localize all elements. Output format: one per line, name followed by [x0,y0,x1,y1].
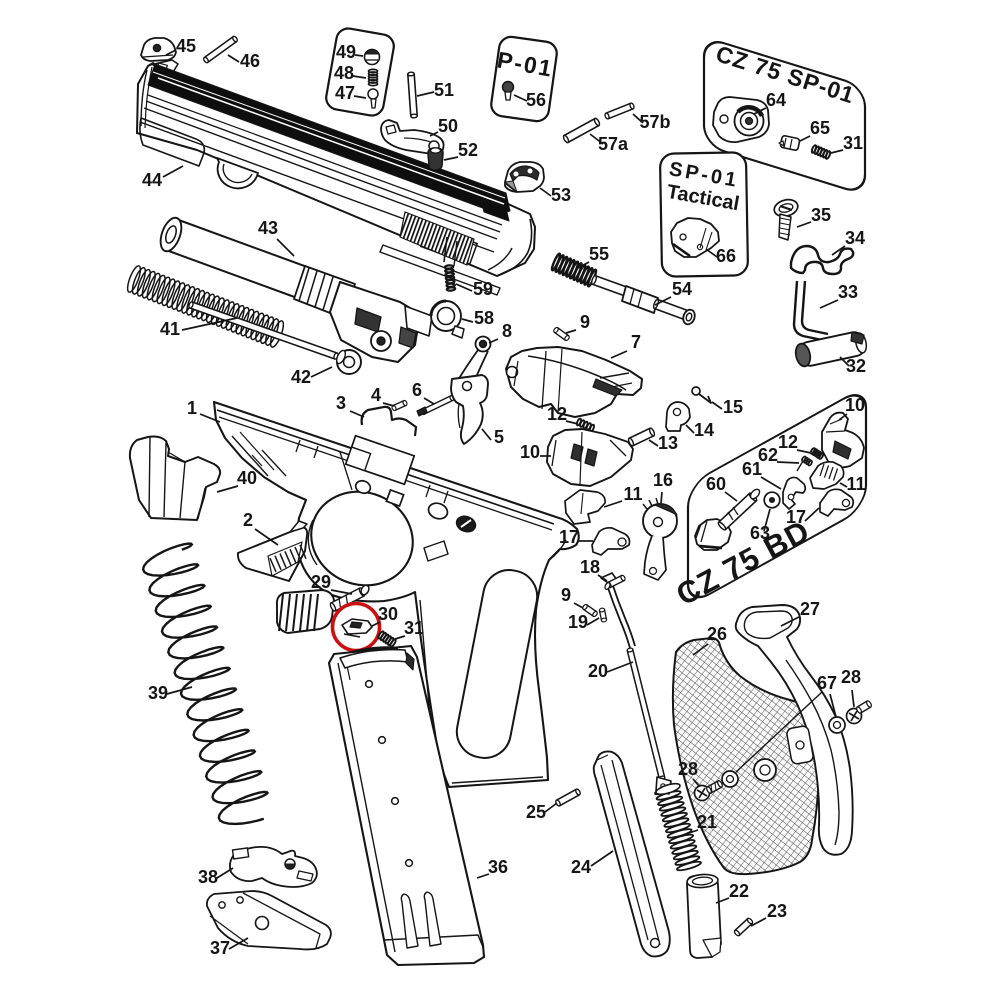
svg-text:16: 16 [653,470,673,490]
svg-text:21: 21 [697,812,717,832]
svg-text:12: 12 [547,404,567,424]
svg-text:31: 31 [404,618,424,638]
svg-text:61: 61 [742,459,762,479]
svg-text:54: 54 [672,279,692,299]
svg-text:64: 64 [766,90,786,110]
svg-text:65: 65 [810,118,830,138]
svg-text:33: 33 [838,282,858,302]
svg-text:42: 42 [291,367,311,387]
svg-text:50: 50 [438,116,458,136]
svg-text:39: 39 [148,683,168,703]
svg-text:6: 6 [412,380,422,400]
svg-text:9: 9 [580,312,590,332]
svg-text:36: 36 [488,857,508,877]
svg-text:18: 18 [580,557,600,577]
svg-text:31: 31 [843,133,863,153]
svg-text:22: 22 [729,881,749,901]
svg-text:27: 27 [800,599,820,619]
svg-text:47: 47 [335,83,355,103]
svg-text:51: 51 [434,80,454,100]
svg-text:11: 11 [846,474,865,494]
svg-text:34: 34 [845,228,865,248]
svg-text:63: 63 [750,523,770,543]
svg-text:37: 37 [210,938,230,958]
svg-text:40: 40 [237,468,257,488]
svg-text:20: 20 [588,661,608,681]
svg-text:55: 55 [589,244,609,264]
svg-text:24: 24 [571,857,591,877]
svg-text:45: 45 [176,36,196,56]
svg-text:62: 62 [758,445,778,465]
svg-text:23: 23 [767,901,787,921]
svg-text:10: 10 [845,395,865,415]
svg-text:38: 38 [198,867,218,887]
svg-text:52: 52 [458,140,478,160]
svg-text:59: 59 [473,279,493,299]
svg-text:1: 1 [187,398,197,418]
svg-text:7: 7 [631,332,641,352]
svg-text:12: 12 [778,432,798,452]
svg-text:48: 48 [334,63,354,83]
svg-text:49: 49 [336,42,356,62]
svg-text:57b: 57b [639,112,670,132]
svg-text:46: 46 [240,51,260,71]
svg-text:14: 14 [694,420,714,440]
svg-text:60: 60 [706,474,726,494]
svg-text:30: 30 [378,604,398,624]
svg-text:44: 44 [142,170,162,190]
svg-text:67: 67 [817,673,837,693]
svg-text:26: 26 [707,624,727,644]
svg-text:25: 25 [526,802,546,822]
svg-text:4: 4 [371,385,381,405]
svg-text:32: 32 [846,356,866,376]
svg-text:35: 35 [811,205,831,225]
svg-text:56: 56 [526,90,546,110]
svg-text:41: 41 [160,319,180,339]
svg-text:57a: 57a [598,134,629,154]
svg-text:66: 66 [716,246,736,266]
svg-text:3: 3 [336,393,346,413]
svg-text:2: 2 [243,510,253,530]
svg-text:17: 17 [786,507,806,527]
svg-text:29: 29 [311,572,331,592]
svg-text:43: 43 [258,218,278,238]
svg-text:11: 11 [623,484,642,504]
svg-text:10: 10 [520,442,540,462]
svg-text:28: 28 [678,759,698,779]
svg-text:19: 19 [568,612,588,632]
svg-text:8: 8 [502,321,512,341]
svg-text:5: 5 [494,427,504,447]
svg-text:9: 9 [561,585,571,605]
svg-text:28: 28 [841,667,861,687]
svg-text:17: 17 [559,527,579,547]
svg-text:58: 58 [474,308,494,328]
svg-text:13: 13 [658,433,678,453]
svg-text:15: 15 [723,397,743,417]
svg-text:53: 53 [551,185,571,205]
